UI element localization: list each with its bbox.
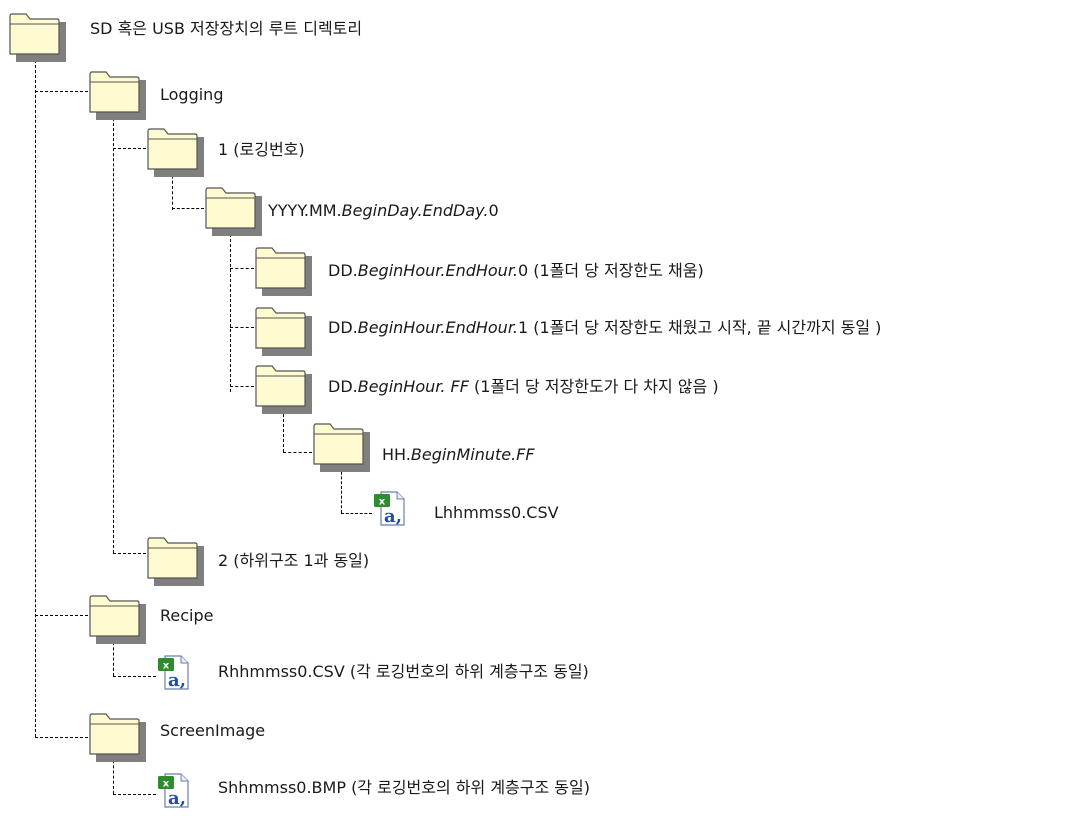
label-segment: Logging (160, 85, 224, 104)
connector-line (341, 513, 372, 514)
folder-icon (146, 536, 206, 592)
label-segment: 1 (1폴더 당 저장한도 채웠고 시작, 끝 시간까지 동일 ) (518, 318, 882, 337)
folder-icon (312, 422, 372, 478)
label-segment: BeginHour.EndHour. (357, 318, 519, 337)
label-segment: ScreenImage (160, 721, 266, 740)
connector-line (113, 750, 114, 794)
svg-text:x: x (163, 779, 170, 790)
connector-line (341, 462, 342, 513)
folder-label: Logging (160, 85, 223, 105)
svg-text:x: x (163, 661, 170, 672)
label-segment: Shhmmss0.BMP (각 로깅번호의 하위 계층구조 동일) (218, 778, 590, 797)
label-segment: BeginHour.EndHour. (357, 261, 519, 280)
label-segment: (1폴더 당 저장한도가 다 차지 않음 ) (468, 377, 719, 396)
folder-icon (146, 127, 206, 183)
connector-line (113, 632, 114, 676)
connector-line (113, 676, 156, 677)
folder-icon (254, 246, 314, 302)
file-label: Rhhmmss0.CSV (각 로깅번호의 하위 계층구조 동일) (218, 662, 589, 682)
folder-icon (254, 306, 314, 362)
file-label: Shhmmss0.BMP (각 로깅번호의 하위 계층구조 동일) (218, 778, 590, 798)
label-segment: BeginDay.EndDay. (341, 201, 489, 220)
connector-line (230, 268, 254, 269)
folder-label: YYYY.MM.BeginDay.EndDay.0 (268, 201, 499, 221)
folder-label: ScreenImage (160, 721, 265, 741)
label-segment: HH. (382, 445, 411, 464)
label-segment: 0 (1폴더 당 저장한도 채움) (518, 261, 704, 280)
folder-icon (88, 70, 148, 126)
folder-icon (204, 186, 264, 242)
folder-icon (8, 12, 68, 68)
label-segment: BeginHour. FF (357, 377, 469, 396)
connector-line (113, 148, 146, 149)
label-segment: SD 혹은 USB 저장장치의 루트 디렉토리 (90, 19, 363, 38)
connector-line (35, 91, 88, 92)
svg-text:a,: a, (168, 670, 186, 691)
label-segment: BeginMinute.FF (410, 445, 535, 464)
connector-line (113, 553, 146, 554)
connector-line (230, 386, 254, 387)
connector-line (230, 224, 231, 392)
connector-line (113, 794, 156, 795)
label-segment: DD. (328, 318, 358, 337)
folder-label: HH.BeginMinute.FF (382, 445, 535, 465)
connector-line (35, 50, 36, 737)
file-label: Lhhmmss0.CSV (434, 503, 559, 523)
connector-line (172, 165, 173, 210)
folder-label: DD.BeginHour.EndHour.0 (1폴더 당 저장한도 채움) (328, 261, 704, 281)
folder-label: Recipe (160, 606, 213, 626)
label-segment: 1 (로깅번호) (218, 140, 305, 159)
connector-line (172, 208, 204, 209)
folder-label: DD.BeginHour. FF (1폴더 당 저장한도가 다 차지 않음 ) (328, 377, 719, 397)
label-segment: 2 (하위구조 1과 동일) (218, 551, 370, 570)
connector-line (283, 384, 284, 452)
label-segment: DD. (328, 261, 358, 280)
folder-label: DD.BeginHour.EndHour.1 (1폴더 당 저장한도 채웠고 시… (328, 318, 881, 338)
folder-icon (88, 712, 148, 768)
folder-label: 2 (하위구조 1과 동일) (218, 551, 369, 571)
connector-line (113, 108, 114, 553)
svg-text:a,: a, (384, 506, 402, 527)
label-segment: Lhhmmss0.CSV (434, 503, 559, 522)
folder-label: SD 혹은 USB 저장장치의 루트 디렉토리 (90, 19, 362, 39)
connector-line (230, 327, 254, 328)
svg-text:x: x (379, 497, 386, 508)
folder-label: 1 (로깅번호) (218, 140, 305, 160)
svg-text:a,: a, (168, 788, 186, 809)
folder-icon (254, 364, 314, 420)
label-segment: DD. (328, 377, 358, 396)
label-segment: Rhhmmss0.CSV (각 로깅번호의 하위 계층구조 동일) (218, 662, 589, 681)
connector-line (35, 737, 88, 738)
label-segment: YYYY.MM. (268, 201, 342, 220)
label-segment: Recipe (160, 606, 214, 625)
connector-line (283, 452, 312, 453)
connector-line (35, 615, 88, 616)
label-segment: 0 (488, 201, 499, 220)
folder-icon (88, 594, 148, 650)
